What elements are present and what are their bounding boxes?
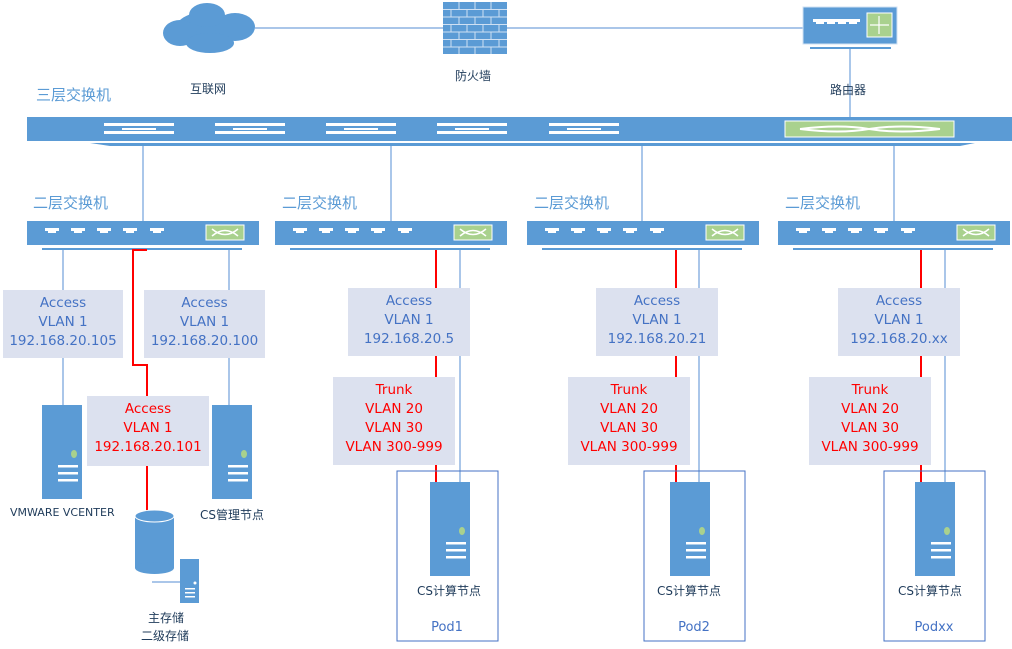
- trunk-vlan: VLAN 20: [841, 401, 899, 417]
- server-icon-pod1: [430, 482, 470, 576]
- trunk-vlan: VLAN 30: [841, 420, 899, 436]
- port-vlan: VLAN 1: [179, 314, 230, 330]
- access-switch-title-1: 二层交换机: [33, 194, 109, 212]
- port-vlan: VLAN 1: [632, 312, 682, 328]
- port-ip: 192.168.20.100: [150, 333, 259, 349]
- trunk-box-pod2: Trunk VLAN 20 VLAN 30 VLAN 300-999: [568, 377, 690, 465]
- trunk-box-pod1: Trunk VLAN 20 VLAN 30 VLAN 300-999: [333, 377, 455, 465]
- storage-icon: [134, 509, 175, 574]
- vcenter-label: VMWARE VCENTER: [10, 506, 115, 519]
- vlan-box-vcenter: Access VLAN 1 192.168.20.105: [3, 290, 123, 358]
- trunk-vlan: VLAN 300-999: [345, 439, 443, 455]
- layer2-switch-icon-1: [27, 221, 259, 250]
- port-vlan: VLAN 1: [874, 312, 924, 328]
- layer3-switch-icon: [27, 117, 1012, 146]
- cloud-icon: [163, 3, 255, 53]
- trunk-vlan: VLAN 300-999: [821, 439, 919, 455]
- access-box-pod1: Access VLAN 1 192.168.20.5: [348, 288, 470, 356]
- port-ip: 192.168.20.105: [9, 333, 117, 349]
- port-mode: Access: [385, 293, 433, 309]
- pod-frame-1: [396, 470, 499, 642]
- port-mode: Access: [39, 295, 87, 311]
- pod-name-1: Pod1: [431, 620, 463, 635]
- access-switch-title-2: 二层交换机: [282, 194, 358, 212]
- server-icon-vcenter: [42, 405, 82, 499]
- pod-frame-3: [883, 470, 986, 642]
- layer2-switch-icon-3: [527, 221, 759, 250]
- compute-node-label-podxx: CS计算节点: [898, 584, 962, 598]
- port-vlan: VLAN 1: [384, 312, 434, 328]
- trunk-vlan: VLAN 300-999: [580, 439, 678, 455]
- vlan-box-storage: Access VLAN 1 192.168.20.101: [87, 396, 209, 466]
- layer2-switch-icon-2: [275, 221, 507, 250]
- port-ip: 192.168.20.101: [94, 439, 202, 455]
- layer2-switch-icon-4: [778, 221, 1010, 250]
- access-switch-title-3: 二层交换机: [534, 194, 610, 212]
- server-icon-cs-mgmt: [212, 405, 252, 499]
- trunk-vlan: VLAN 20: [600, 401, 658, 417]
- port-mode: Access: [875, 293, 923, 309]
- trunk-box-podxx: Trunk VLAN 20 VLAN 30 VLAN 300-999: [809, 377, 931, 465]
- port-mode: Access: [124, 401, 172, 417]
- trunk-vlan: VLAN 30: [365, 420, 423, 436]
- port-vlan: VLAN 1: [38, 314, 88, 330]
- compute-node-label-pod2: CS计算节点: [657, 584, 721, 598]
- primary-storage-label: 主存储: [148, 611, 185, 625]
- trunk-mode: Trunk: [851, 382, 889, 398]
- port-ip: 192.168.20.5: [363, 331, 455, 347]
- internet-label: 互联网: [190, 82, 227, 96]
- trunk-mode: Trunk: [610, 382, 648, 398]
- router-label: 路由器: [830, 83, 867, 97]
- port-ip: 192.168.20.21: [607, 331, 707, 347]
- firewall-icon: [443, 2, 507, 54]
- access-box-pod2: Access VLAN 1 192.168.20.21: [596, 288, 718, 356]
- access-switch-title-4: 二层交换机: [785, 194, 861, 212]
- trunk-vlan: VLAN 30: [600, 420, 658, 436]
- secondary-storage-label: 二级存储: [141, 629, 190, 643]
- core-switch-title: 三层交换机: [36, 86, 112, 104]
- access-box-podxx: Access VLAN 1 192.168.20.xx: [838, 288, 960, 356]
- trunk-mode: Trunk: [375, 382, 413, 398]
- port-mode: Access: [181, 295, 228, 311]
- server-icon-podxx: [915, 482, 955, 576]
- vlan-box-cs-mgmt: Access VLAN 1 192.168.20.100: [144, 290, 265, 358]
- firewall-label: 防火墙: [455, 69, 492, 83]
- port-vlan: VLAN 1: [123, 420, 173, 436]
- server-icon-pod2: [670, 482, 710, 576]
- pod-name-2: Pod2: [678, 620, 710, 635]
- cs-mgmt-label: CS管理节点: [200, 508, 264, 522]
- trunk-vlan: VLAN 20: [365, 401, 423, 417]
- router-icon: [802, 6, 898, 49]
- secondary-storage-server-icon: [180, 559, 199, 603]
- port-mode: Access: [633, 293, 681, 309]
- pod-name-3: Podxx: [914, 620, 954, 635]
- pod-frame-2: [643, 470, 746, 642]
- compute-node-label-pod1: CS计算节点: [417, 584, 481, 598]
- port-ip: 192.168.20.xx: [850, 331, 948, 347]
